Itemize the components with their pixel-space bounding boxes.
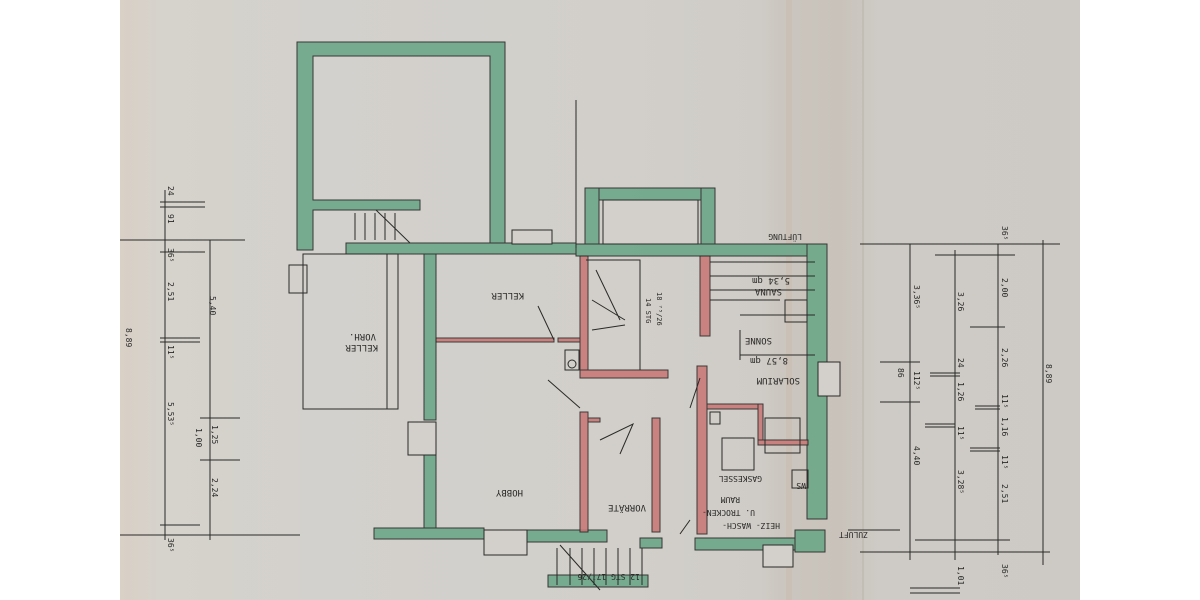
dim-label: 1,16 xyxy=(1000,417,1009,436)
dim-label: 3,26 xyxy=(956,292,965,311)
stair-label-main-1: 14 STG xyxy=(644,298,652,323)
room-label-vorh: VORH. xyxy=(349,331,376,341)
room-label-hobby: HOBBY xyxy=(495,487,523,497)
paper-fold xyxy=(862,0,864,600)
room-label-trocken: U. TROCKEN- xyxy=(702,508,755,517)
dimension-lines xyxy=(120,100,1060,594)
dim-label: 86 xyxy=(896,368,905,378)
dim-label: 36⁵ xyxy=(1000,226,1009,240)
dim-label: 11⁵ xyxy=(1000,394,1009,408)
room-labels: KELLER VORH. KELLER HOBBY VORRÄTE 5,34 q… xyxy=(345,232,868,581)
interior-walls xyxy=(435,255,809,535)
dim-label: 1,26 xyxy=(956,382,965,401)
dim-label: 1,00 xyxy=(194,428,203,447)
room-label-gaskessel: GASKESSEL xyxy=(718,474,762,483)
dim-label: 4,40 xyxy=(912,446,921,465)
dim-label: 2,26 xyxy=(1000,348,1009,367)
dim-label: 36⁵ xyxy=(166,538,175,552)
dimension-labels-left: 24 91 36⁵ 2,51 11⁵ 5,53⁵ 36⁵ 5,40 1,25 1… xyxy=(124,186,219,552)
stair-label-main-2: 18 ⁷⁵/26 xyxy=(655,292,663,326)
room-label-sauna-area: 5,34 qm xyxy=(752,275,790,285)
dim-label: 11⁵ xyxy=(166,345,175,359)
dim-label: 5,40 xyxy=(208,296,217,315)
room-label-sonne: SONNE xyxy=(745,335,772,345)
dimension-labels-right: 36⁵ 2,00 2,26 11⁵ 1,16 11⁵ 2,51 36⁵ 3,26… xyxy=(896,226,1053,585)
dim-label: 11⁵ xyxy=(1000,455,1009,469)
dim-label-total: 8,89 xyxy=(124,328,133,347)
dim-label: 11⁵ xyxy=(956,426,965,440)
dim-label: 2,24 xyxy=(210,478,219,497)
dim-label: 36⁵ xyxy=(1000,564,1009,578)
dim-label: 5,53⁵ xyxy=(166,402,175,426)
dim-label: 3,28⁵ xyxy=(956,470,965,494)
room-label-solarium-area: 8,57 qm xyxy=(750,355,788,365)
dim-label: 1,25 xyxy=(210,425,219,444)
stair-label-outer: 12 STG 17⁷/26 xyxy=(577,572,640,581)
exterior-walls xyxy=(296,41,828,588)
scanned-paper-sheet xyxy=(120,0,1080,600)
dim-label: 91 xyxy=(166,214,175,224)
dim-label: 112⁵ xyxy=(912,371,921,390)
dim-label: 36⁵ xyxy=(166,248,175,262)
dim-label: 24 xyxy=(166,186,175,196)
room-label-ws: WS xyxy=(796,481,806,490)
dim-label: 24 xyxy=(956,358,965,368)
dim-label: 3,36⁵ xyxy=(912,285,921,309)
room-label-zuluft: ZULUFT xyxy=(839,530,868,539)
fixtures xyxy=(302,209,815,591)
room-label-solarium: SOLARIUM xyxy=(756,375,800,385)
room-label-raum: RAUM xyxy=(721,495,740,504)
room-label-vorraete: VORRÄTE xyxy=(608,502,646,513)
window-openings xyxy=(288,199,841,568)
dim-label: 2,00 xyxy=(1000,278,1009,297)
dim-label: 2,51 xyxy=(166,282,175,301)
room-label-lueftung: LÜFTUNG xyxy=(768,232,802,242)
room-label-keller: KELLER xyxy=(491,290,524,300)
room-label-heiz: HEIZ- WASCH- xyxy=(722,521,780,530)
room-label-sauna: SAUNA xyxy=(754,286,782,296)
dim-label-total: 8,89 xyxy=(1044,364,1053,383)
dim-label: 1,01 xyxy=(956,566,965,585)
room-label-vorh-keller: KELLER xyxy=(345,342,378,352)
dim-label: 2,51 xyxy=(1000,484,1009,503)
